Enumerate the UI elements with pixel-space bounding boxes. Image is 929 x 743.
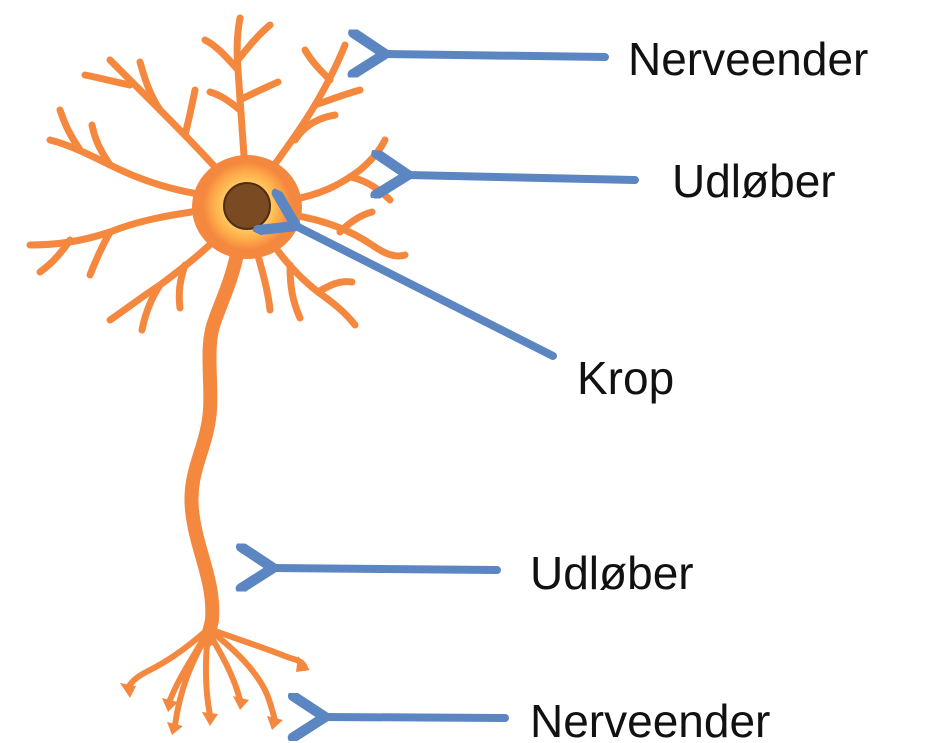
label-top-processes: Udløber (672, 158, 836, 204)
nucleus (224, 183, 270, 229)
label-body: Krop (577, 355, 674, 401)
arrow-bottom-endings (325, 717, 505, 718)
label-top-endings: Nerveender (628, 36, 868, 82)
arrow-top-endings (385, 54, 605, 57)
axon-terminals (128, 630, 305, 725)
arrow-body (296, 226, 553, 356)
arrow-top-processes (408, 175, 635, 180)
arrow-lower-process (273, 568, 497, 570)
axon (191, 250, 238, 640)
label-lower-process: Udløber (530, 550, 694, 596)
neuron (30, 18, 405, 735)
label-bottom-endings: Nerveender (530, 698, 770, 743)
